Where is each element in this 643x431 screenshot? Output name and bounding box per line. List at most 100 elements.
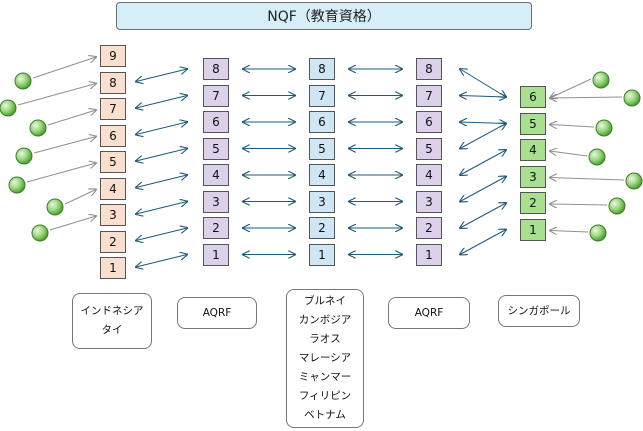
indonesia-level-4: 4 bbox=[100, 177, 126, 200]
green-circle-left-7 bbox=[31, 224, 49, 242]
indonesia-level-2: 2 bbox=[100, 230, 126, 253]
indonesia-level-5: 5 bbox=[100, 151, 126, 173]
green-circle-left-2 bbox=[0, 99, 17, 117]
gray-arrow-singapore-5 bbox=[550, 178, 625, 181]
aqrf-left-level-6: 6 bbox=[203, 111, 229, 133]
aqrf-left-level-2: 2 bbox=[203, 217, 229, 239]
label-indonesia-thailand: インドネシアタイ bbox=[72, 293, 152, 349]
label-brunei-group-line-7: ベトナム bbox=[304, 409, 346, 421]
aqrf-left-level-1: 1 bbox=[203, 243, 229, 266]
gray-arrow-singapore-3 bbox=[550, 125, 595, 128]
gray-arrow-singapore-7 bbox=[550, 231, 589, 233]
green-circle-left-5 bbox=[8, 176, 26, 194]
arrow-aqrf-singapore-1 bbox=[460, 230, 506, 255]
green-circle-left-6 bbox=[46, 198, 64, 216]
middle-level-1: 1 bbox=[309, 243, 335, 266]
arrow-indonesia-aqrf-2 bbox=[136, 228, 187, 241]
aqrf-left-level-8: 8 bbox=[203, 58, 229, 80]
arrow-indonesia-aqrf-5 bbox=[136, 149, 187, 162]
label-brunei-group-line-6: フィリピン bbox=[298, 390, 352, 402]
arrow-indonesia-aqrf-3 bbox=[136, 202, 187, 215]
aqrf-left-level-7: 7 bbox=[203, 84, 229, 107]
gray-arrow-singapore-6 bbox=[550, 204, 608, 205]
arrow-indonesia-aqrf-1 bbox=[136, 255, 187, 268]
singapore-level-2: 2 bbox=[520, 192, 546, 214]
arrow-aqrf-singapore-8 bbox=[460, 69, 506, 97]
aqrf-right-level-3: 3 bbox=[416, 190, 442, 213]
gray-arrow-singapore-2 bbox=[550, 97, 623, 98]
middle-level-7: 7 bbox=[309, 84, 335, 107]
middle-level-8: 8 bbox=[309, 58, 335, 80]
arrow-aqrf-singapore-2 bbox=[460, 203, 506, 228]
singapore-level-5: 5 bbox=[520, 112, 546, 135]
middle-level-4: 4 bbox=[309, 164, 335, 186]
aqrf-right-level-1: 1 bbox=[416, 243, 442, 266]
aqrf-left-level-4: 4 bbox=[203, 164, 229, 186]
middle-level-3: 3 bbox=[309, 190, 335, 213]
green-circle-right-7 bbox=[589, 224, 607, 242]
gray-arrow-indonesia-4 bbox=[64, 190, 96, 205]
arrow-aqrf-singapore-7 bbox=[460, 96, 506, 98]
gray-arrow-singapore-1 bbox=[550, 78, 592, 98]
gray-arrow-indonesia-9 bbox=[32, 57, 96, 79]
indonesia-level-6: 6 bbox=[100, 124, 126, 147]
green-circle-right-1 bbox=[592, 71, 610, 89]
green-circle-right-3 bbox=[595, 119, 613, 137]
green-circle-left-3 bbox=[29, 119, 47, 137]
singapore-level-4: 4 bbox=[520, 139, 546, 161]
gray-arrow-indonesia-8 bbox=[17, 84, 96, 106]
label-singapore-line-1: シンガポール bbox=[507, 304, 571, 317]
nqf-title: NQF（教育資格） bbox=[116, 2, 532, 30]
arrow-layer bbox=[17, 57, 625, 268]
label-brunei-group-line-5: ミャンマー bbox=[298, 371, 352, 383]
label-singapore: シンガポール bbox=[498, 295, 580, 327]
indonesia-level-7: 7 bbox=[100, 98, 126, 120]
green-circle-left-1 bbox=[14, 72, 32, 90]
aqrf-right-level-8: 8 bbox=[416, 58, 442, 80]
singapore-level-3: 3 bbox=[520, 165, 546, 188]
label-aqrf-right-line-1: AQRF bbox=[414, 306, 444, 319]
label-brunei-group-line-1: ブルネイ bbox=[304, 295, 346, 307]
arrow-aqrf-singapore-3 bbox=[460, 177, 506, 202]
circle-layer bbox=[0, 71, 643, 242]
green-circle-right-4 bbox=[588, 148, 606, 166]
arrow-indonesia-aqrf-8 bbox=[136, 69, 187, 82]
green-circle-right-2 bbox=[623, 89, 641, 107]
aqrf-right-level-6: 6 bbox=[416, 111, 442, 133]
middle-level-6: 6 bbox=[309, 111, 335, 133]
arrow-aqrf-singapore-4 bbox=[460, 150, 506, 175]
aqrf-right-level-5: 5 bbox=[416, 137, 442, 160]
arrow-indonesia-aqrf-4 bbox=[136, 175, 187, 188]
label-brunei-group-line-3: ラオス bbox=[309, 333, 341, 345]
aqrf-right-level-7: 7 bbox=[416, 84, 442, 107]
aqrf-right-level-4: 4 bbox=[416, 164, 442, 186]
singapore-level-1: 1 bbox=[520, 218, 546, 241]
label-aqrf-right: AQRF bbox=[388, 297, 470, 329]
aqrf-left-level-3: 3 bbox=[203, 190, 229, 213]
indonesia-level-8: 8 bbox=[100, 71, 126, 94]
arrow-indonesia-aqrf-7 bbox=[136, 96, 187, 109]
gray-arrow-indonesia-6 bbox=[33, 137, 96, 154]
middle-level-5: 5 bbox=[309, 137, 335, 160]
singapore-level-6: 6 bbox=[520, 86, 546, 108]
label-brunei-group-line-4: マレーシア bbox=[298, 352, 352, 364]
middle-level-2: 2 bbox=[309, 217, 335, 239]
indonesia-level-3: 3 bbox=[100, 204, 126, 226]
label-indonesia-thailand-line-1: インドネシア bbox=[80, 305, 144, 317]
gray-arrow-indonesia-7 bbox=[47, 110, 96, 126]
indonesia-level-9: 9 bbox=[100, 45, 126, 67]
label-brunei-group-line-2: カンボジア bbox=[298, 314, 352, 326]
arrow-aqrf-singapore-5 bbox=[460, 124, 506, 149]
indonesia-level-1: 1 bbox=[100, 257, 126, 279]
green-circle-left-4 bbox=[15, 147, 33, 165]
label-indonesia-thailand-line-2: タイ bbox=[101, 324, 123, 336]
nqf-title-text: NQF（教育資格） bbox=[267, 9, 381, 25]
arrow-aqrf-singapore-6 bbox=[460, 122, 506, 124]
gray-arrow-indonesia-5 bbox=[26, 163, 96, 183]
aqrf-right-level-2: 2 bbox=[416, 217, 442, 239]
arrow-indonesia-aqrf-6 bbox=[136, 122, 187, 135]
label-brunei-group: ブルネイカンボジアラオスマレーシアミャンマーフィリピンベトナム bbox=[286, 289, 364, 428]
green-circle-right-5 bbox=[625, 172, 643, 190]
label-aqrf-left: AQRF bbox=[177, 297, 257, 329]
